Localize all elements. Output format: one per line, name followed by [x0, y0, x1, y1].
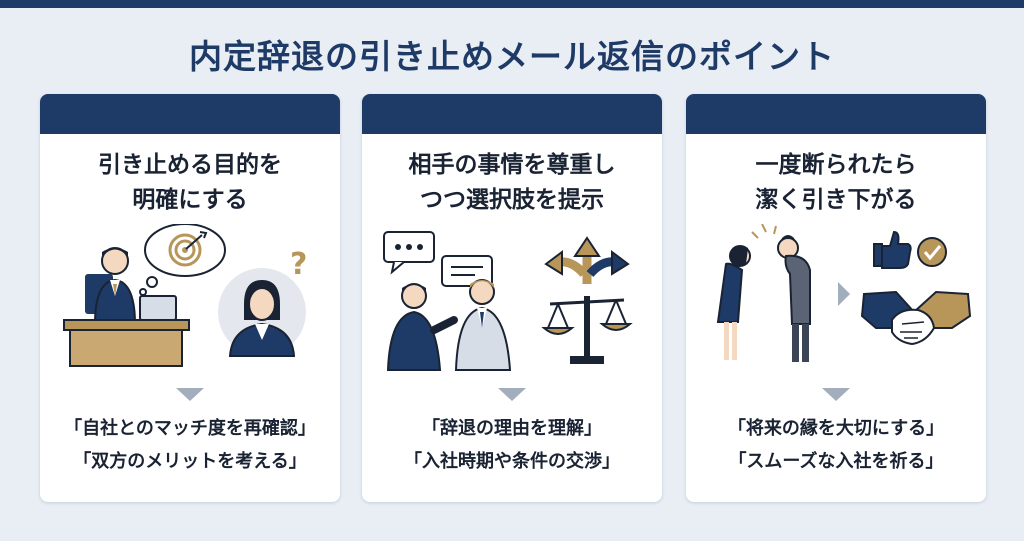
- card-title-line: つつ選択肢を提示: [420, 187, 604, 213]
- card-title-line: 潔く引き下がる: [755, 187, 917, 213]
- card-title-line: 明確にする: [132, 187, 248, 213]
- check-circle-icon: [917, 237, 947, 267]
- point-card-respect: 相手の事情を尊重し つつ選択肢を提示: [362, 94, 662, 502]
- card-points: 「自社とのマッチ度を再確認」 「双方のメリットを考える」: [40, 412, 340, 478]
- handshake-icon: [860, 290, 972, 346]
- balance-scale-icon: [541, 296, 633, 364]
- point-text: 「スムーズな入社を祈る」: [728, 451, 944, 472]
- card-title-line: 一度断られたら: [755, 152, 917, 178]
- card-points: 「将来の縁を大切にする」 「スムーズな入社を祈る」: [686, 412, 986, 478]
- respect-illustration: [383, 231, 633, 371]
- page-title: 内定辞退の引き止めメール返信のポイント: [189, 37, 835, 76]
- arrow-down-icon: [498, 388, 526, 401]
- bowing-people-icon: [716, 224, 811, 362]
- card-header: [362, 94, 662, 134]
- card-header: [686, 94, 986, 134]
- point-text: 「将来の縁を大切にする」: [727, 418, 945, 439]
- two-people-talking-icon: [386, 279, 512, 371]
- arrow-down-icon: [822, 388, 850, 401]
- transition-arrow-icon: [838, 282, 850, 306]
- point-card-withdraw: 一度断られたら 潔く引き下がる: [686, 94, 986, 502]
- card-title-line: 引き止める目的を: [98, 152, 282, 178]
- fork-arrows-icon: [544, 236, 630, 284]
- purpose-illustration: ?: [63, 224, 307, 367]
- manager-at-desk-icon: [63, 247, 190, 367]
- card-points: 「辞退の理由を理解」 「入社時期や条件の交渉」: [362, 412, 662, 478]
- top-accent-bar: [0, 0, 1024, 8]
- thumbs-up-icon: [873, 230, 912, 269]
- point-text: 「自社とのマッチ度を再確認」: [64, 418, 316, 439]
- candidate-avatar-icon: [218, 268, 306, 357]
- card-title: 一度断られたら 潔く引き下がる: [686, 148, 986, 218]
- point-text: 「入社時期や条件の交渉」: [404, 451, 620, 472]
- card-title-line: 相手の事情を尊重し: [408, 152, 616, 178]
- point-text: 「辞退の理由を理解」: [422, 418, 602, 439]
- card-title: 引き止める目的を 明確にする: [40, 148, 340, 218]
- arrow-down-icon: [176, 388, 204, 401]
- withdraw-illustration: [716, 224, 972, 362]
- card-header: [40, 94, 340, 134]
- point-card-purpose: 引き止める目的を 明確にする ?: [40, 94, 340, 502]
- card-title: 相手の事情を尊重し つつ選択肢を提示: [362, 148, 662, 218]
- point-text: 「双方のメリットを考える」: [73, 451, 307, 472]
- thought-bubble-target-icon: [139, 224, 226, 296]
- question-mark-icon: ?: [290, 247, 307, 282]
